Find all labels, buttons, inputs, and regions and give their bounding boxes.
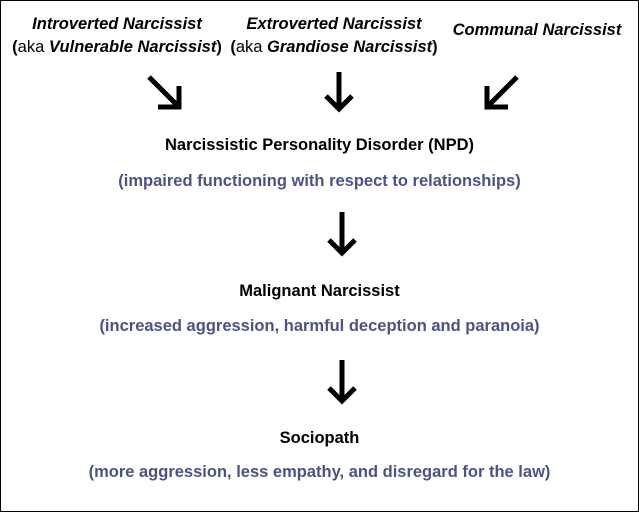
arrow-down-icon [327,212,357,257]
sociopath-description: (more aggression, less empathy, and disr… [88,463,551,481]
npd-description: (impaired functioning with respect to re… [118,172,521,190]
aka-prefix: aka [235,37,268,56]
extroverted-narcissist-name: Extroverted Narcissist [246,15,422,33]
sociopath-title: Sociopath [279,429,360,447]
npd-title: Narcissistic Personality Disorder (NPD) [164,136,475,154]
extroverted-narcissist-label: Extroverted Narcissist (aka Grandiose Na… [224,16,444,55]
aka-name: Vulnerable Narcissist [48,37,217,56]
aka-close-paren: ) [432,37,438,56]
aka-name: Grandiose Narcissist [267,37,433,56]
introverted-narcissist-name: Introverted Narcissist [32,15,202,33]
aka-prefix: aka [17,37,49,56]
malignant-narcissist-title: Malignant Narcissist [239,282,400,300]
introverted-narcissist-aka: (aka Vulnerable Narcissist) [8,37,226,56]
aka-open-paren: ( [12,37,18,56]
extroverted-narcissist-aka: (aka Grandiose Narcissist) [224,37,444,56]
aka-close-paren: ) [216,37,222,56]
malignant-narcissist-description: (increased aggression, harmful deception… [99,317,540,335]
communal-narcissist-name: Communal Narcissist [452,21,622,39]
aka-open-paren: ( [230,37,236,56]
arrow-down-icon [324,72,354,113]
arrow-down-icon [327,360,357,405]
introverted-narcissist-label: Introverted Narcissist (aka Vulnerable N… [8,16,226,55]
arrow-diagonal-down-left-icon [484,75,519,110]
arrow-diagonal-down-right-icon [147,75,182,110]
